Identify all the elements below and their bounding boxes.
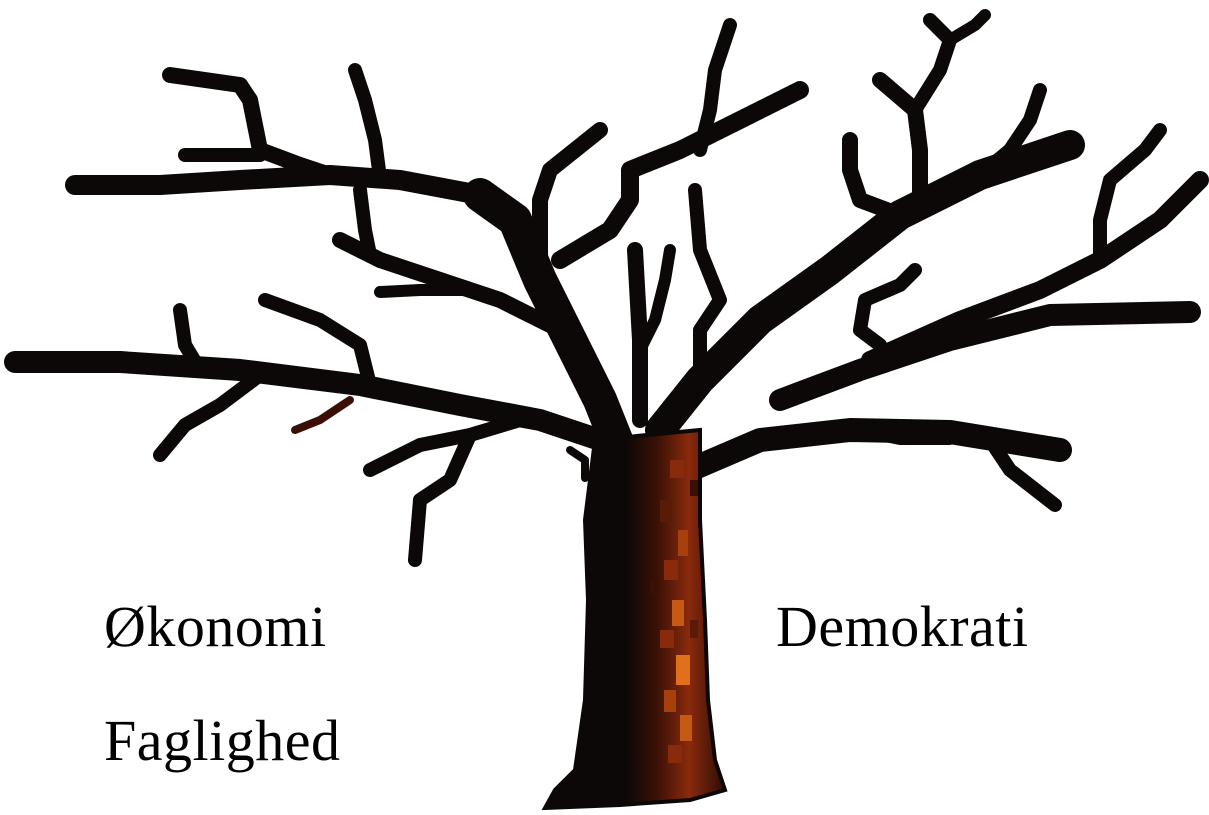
branch-left-upper-1: [65, 165, 490, 205]
branch-left-low-1: [153, 368, 267, 462]
branch-left-low-5: [566, 446, 589, 482]
branch-left-mid-5: [173, 303, 207, 377]
branch-right-4: [944, 9, 991, 46]
branch-right-1: [842, 132, 908, 223]
branch-right-up: [861, 171, 1209, 369]
branch-left-mid-4: [258, 293, 377, 392]
branch-left-lower: [4, 351, 611, 451]
branch-lower-right-2: [769, 301, 1201, 411]
branch-left-low-3: [363, 413, 527, 477]
branch-center-1: [532, 122, 608, 288]
branch-left-low-4: [408, 428, 477, 567]
label-okonomi: Økonomi: [104, 594, 327, 659]
branch-right-9: [845, 425, 955, 445]
tree-branches: [4, 9, 1209, 567]
branch-right-3: [908, 13, 957, 117]
branch-left-upper-3: [348, 63, 387, 185]
label-demokrati: Demokrati: [776, 594, 1029, 659]
branch-right-2: [872, 72, 928, 208]
branch-left-upper-2: [162, 67, 338, 183]
branch-center-5: [688, 183, 727, 387]
branch-center-3: [693, 18, 737, 157]
branch-left-mid-3: [374, 284, 476, 298]
branch-right-8: [943, 425, 1062, 512]
branch-left-low-2: [291, 396, 354, 434]
tree-trunk: [541, 427, 728, 811]
branch-center-4: [634, 244, 676, 356]
branch-left-mid-2: [353, 183, 377, 262]
branch-right-5: [973, 83, 1047, 182]
branch-center-2: [551, 81, 809, 269]
label-faglighed: Faglighed: [104, 708, 341, 773]
branch-center: [627, 242, 648, 428]
bark-texture: [650, 460, 698, 763]
branch-left-main: [463, 178, 637, 467]
branch-right-7: [853, 263, 922, 352]
branch-right-6: [1093, 123, 1167, 267]
